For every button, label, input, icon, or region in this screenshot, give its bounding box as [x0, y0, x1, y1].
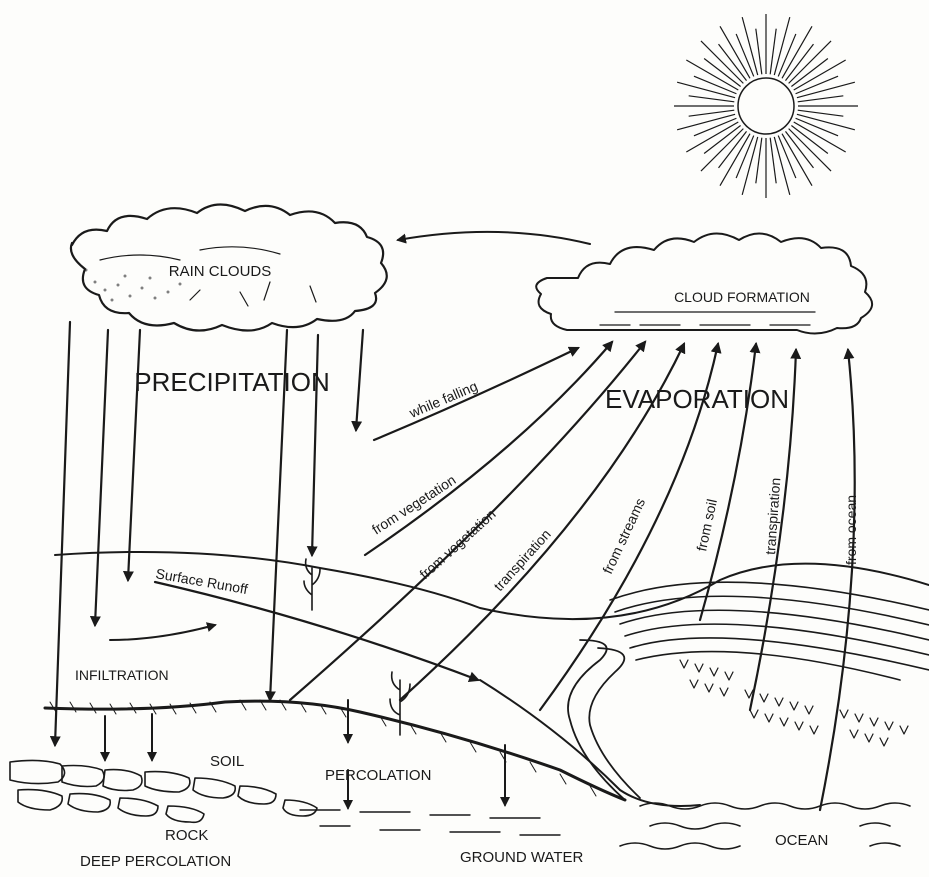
precip-arrow-2: [95, 330, 108, 625]
sun-ray: [689, 96, 735, 102]
sun-ray: [689, 110, 735, 116]
precip-arrow-1: [55, 322, 70, 745]
sun-ray: [770, 29, 776, 75]
labels: RAIN CLOUDS CLOUD FORMATION PRECIPITATIO…: [75, 263, 859, 870]
sun: [674, 14, 858, 198]
formation-cloud: [536, 233, 872, 333]
label-from-streams: from streams: [599, 495, 648, 576]
sun-ray: [701, 41, 743, 83]
label-ground-water: GROUND WATER: [460, 849, 583, 866]
label-infiltration: INFILTRATION: [75, 667, 169, 683]
plant-2: [390, 672, 410, 735]
infiltration-arrow: [110, 625, 215, 640]
label-transpiration-2: transpiration: [762, 477, 783, 555]
label-precipitation: PRECIPITATION: [134, 367, 330, 397]
label-deep-percolation: DEEP PERCOLATION: [80, 853, 231, 870]
label-cloud-formation: CLOUD FORMATION: [674, 289, 810, 305]
rock-layer: [10, 760, 317, 822]
soil-surface: [45, 701, 625, 800]
grass-hatching: [50, 700, 596, 796]
landscape: [10, 552, 929, 849]
label-evaporation: EVAPORATION: [605, 384, 789, 414]
label-ocean: OCEAN: [775, 832, 828, 849]
label-soil: SOIL: [210, 753, 244, 770]
ocean-waves: [620, 803, 910, 849]
runoff-arrow: [155, 582, 478, 680]
sun-ray: [756, 138, 762, 184]
field-furrows: [610, 582, 929, 680]
sun-ray: [789, 41, 831, 83]
groundwater-lines: [300, 810, 560, 835]
label-rock: ROCK: [165, 827, 208, 844]
sun-ray: [789, 129, 831, 171]
label-from-soil: from soil: [693, 498, 720, 553]
evap-arrow-ocean: [820, 350, 855, 810]
sun-ray: [701, 129, 743, 171]
sun-ray: [756, 29, 762, 75]
label-rain-clouds: RAIN CLOUDS: [169, 263, 272, 280]
label-from-vegetation-2: from vegetation: [416, 506, 498, 582]
sun-ray: [798, 110, 844, 116]
label-from-vegetation-1: from vegetation: [369, 472, 459, 538]
hill-slope: [480, 680, 700, 806]
precip-arrow-6: [356, 330, 363, 430]
stream: [568, 640, 640, 800]
sun-ray: [770, 138, 776, 184]
label-transpiration-1: transpiration: [490, 526, 553, 594]
sun-ray: [798, 96, 844, 102]
label-from-ocean: from ocean: [843, 495, 859, 565]
cloud-transfer-arrow: [398, 232, 590, 244]
label-percolation: PERCOLATION: [325, 767, 431, 784]
